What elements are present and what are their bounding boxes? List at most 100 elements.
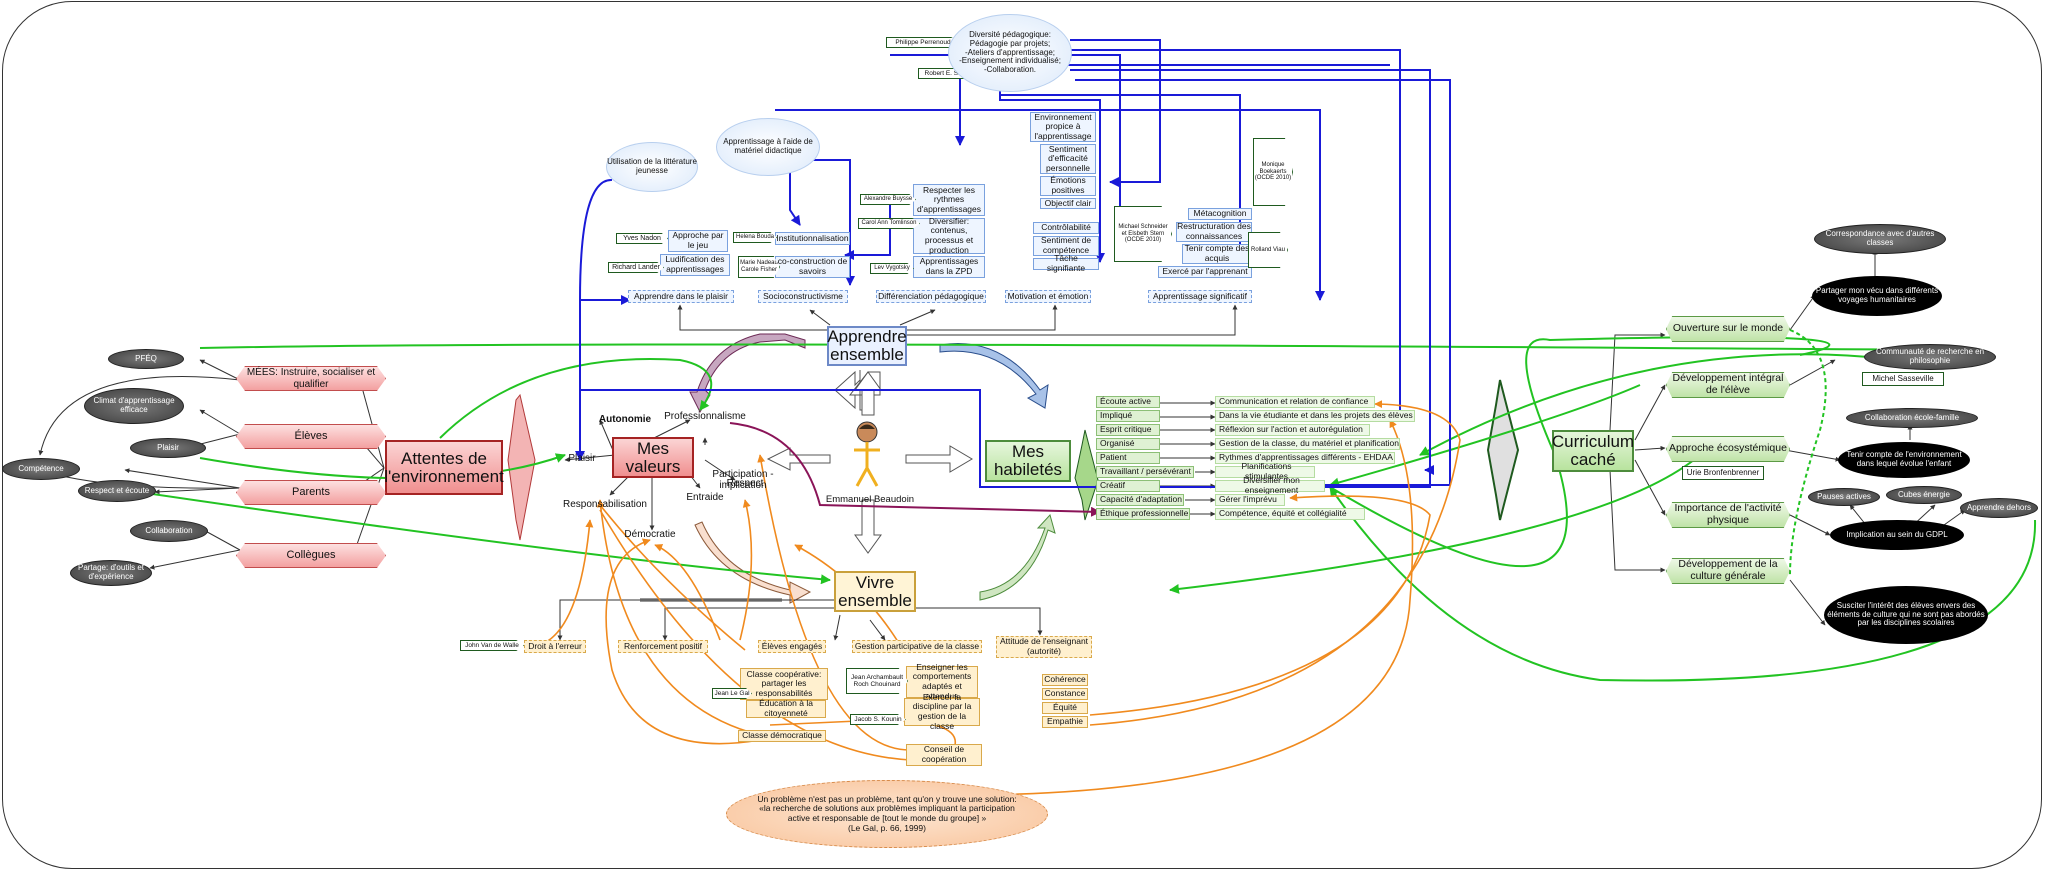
author-vandewalle: John Van de Walle bbox=[460, 640, 524, 651]
valeur-democratie: Démocratie bbox=[624, 529, 676, 541]
hab-patient: Patient bbox=[1096, 452, 1160, 464]
branch-developpement[interactable]: Développement intégral de l'élève bbox=[1666, 372, 1790, 398]
branch-culture[interactable]: Développement de la culture générale bbox=[1666, 558, 1790, 584]
vivre-ensemble-node[interactable]: Vivre ensemble bbox=[834, 571, 916, 612]
vivre-renforcement[interactable]: Renforcement positif bbox=[618, 640, 708, 653]
vivre-gestion[interactable]: Gestion participative de la classe bbox=[852, 640, 982, 653]
quote-le-gal: Un problème n'est pas un problème, tant … bbox=[726, 780, 1048, 848]
cat-socio[interactable]: Socioconstructivisme bbox=[758, 290, 848, 303]
hab-r-gestion: Gestion de la classe, du matériel et pla… bbox=[1215, 438, 1400, 450]
valeur-participation: Participation - implication bbox=[712, 468, 774, 491]
leaf-culture[interactable]: Susciter l'intérêt des élèves envers des… bbox=[1824, 586, 1988, 644]
cross-down bbox=[854, 499, 882, 554]
attitude-constance: Constance bbox=[1042, 688, 1088, 700]
valeur-plaisir: Plaisir bbox=[568, 453, 596, 465]
leaf-ecole-famille[interactable]: Collaboration école-famille bbox=[1846, 408, 1978, 428]
leaf-respect-ecoute[interactable]: Respect et écoute bbox=[78, 480, 156, 502]
cat-differenciation[interactable]: Différenciation pédagogique bbox=[876, 290, 986, 303]
valeur-respect: Respect bbox=[726, 478, 764, 490]
author-nadon: Yves Nadon bbox=[616, 233, 668, 244]
branch-activite[interactable]: Importance de l'activité physique bbox=[1666, 502, 1790, 528]
author-sasseville: Michel Sasseville bbox=[1862, 372, 1944, 386]
socio-coconstruction: co-construction de savoirs bbox=[775, 256, 850, 278]
cross-up bbox=[854, 371, 882, 416]
leaf-correspondance[interactable]: Correspondance avec d'autres classes bbox=[1814, 224, 1946, 254]
branch-ecosystemique[interactable]: Approche écosystémique bbox=[1666, 436, 1790, 462]
motiv-competence: Sentiment de compétence bbox=[1033, 236, 1099, 256]
leaf-partage[interactable]: Partage: d'outils et d'expérience bbox=[70, 560, 152, 586]
author-schneider: Michael Schneider et Elsbeth Stern (OCDE… bbox=[1114, 206, 1172, 262]
diff-diversifier: Diversifier: contenus, processus et prod… bbox=[913, 216, 985, 254]
valeur-professionnalisme: Professionnalisme bbox=[664, 411, 746, 423]
hab-r-planif: Planifications stimulantes bbox=[1215, 462, 1315, 481]
branch-eleves[interactable]: Élèves bbox=[236, 424, 386, 449]
cat-motivation[interactable]: Motivation et émotion bbox=[1005, 290, 1091, 303]
arrow-apprendre-to-habiletes bbox=[939, 342, 1049, 409]
leaf-gdpl[interactable]: Implication au sein du GDPL bbox=[1830, 520, 1964, 550]
leaf-collaboration[interactable]: Collaboration bbox=[130, 520, 208, 542]
hab-r-diversifier: Diversifier mon enseignement bbox=[1215, 476, 1325, 495]
signif-exerce: Exercé par l'apprenant bbox=[1158, 266, 1252, 278]
socio-institut: Institutionnalisation bbox=[775, 232, 850, 245]
valeur-autonomie: Autonomie bbox=[598, 414, 652, 426]
cat-plaisir[interactable]: Apprendre dans le plaisir bbox=[628, 290, 734, 303]
diff-environnement: Environnement propice à l'apprentissage bbox=[1030, 112, 1096, 142]
leaf-competence[interactable]: Compétence bbox=[2, 458, 80, 480]
leaf-dehors[interactable]: Apprendre dehors bbox=[1960, 498, 2038, 518]
engages-democratique: Classe démocratique bbox=[738, 730, 826, 742]
vivre-attitude[interactable]: Attitude de l'enseignant (autorité) bbox=[996, 636, 1092, 658]
valeur-responsabilisation: Responsabilisation bbox=[563, 499, 647, 511]
signif-metacognition: Métacognition bbox=[1188, 208, 1252, 220]
arrow-valeurs-to-vivre bbox=[694, 521, 812, 604]
branch-parents[interactable]: Parents bbox=[236, 480, 386, 505]
author-bouda: Helena Bouda bbox=[733, 232, 777, 243]
leaf-philosophie[interactable]: Communauté de recherche en philosophie bbox=[1864, 344, 1996, 370]
apprendre-tree bbox=[677, 304, 1238, 336]
attentes-environnement-node[interactable]: Attentes de l'environnement bbox=[384, 440, 504, 495]
cloud-materiel: Apprentissage à l'aide de matériel didac… bbox=[716, 118, 820, 176]
leaf-pfeq[interactable]: PFÉQ bbox=[108, 349, 184, 369]
hab-r-competence: Compétence, équité et collégialité bbox=[1215, 508, 1365, 520]
author-bronfenbrenner: Urie Bronfenbrenner bbox=[1682, 466, 1764, 480]
branch-ouverture[interactable]: Ouverture sur le monde bbox=[1666, 316, 1790, 342]
author-buysse: Alexandre Buysse bbox=[860, 194, 916, 205]
leaf-climat[interactable]: Climat d'apprentissage efficace bbox=[84, 388, 184, 424]
gestion-discipline: Exercer la discipline par la gestion de … bbox=[904, 692, 980, 730]
hab-ecoute: Écoute active bbox=[1096, 396, 1160, 408]
branch-collegues[interactable]: Collègues bbox=[236, 543, 386, 568]
side-arrow-habiletes bbox=[1074, 429, 1099, 521]
vivre-tree bbox=[557, 599, 1043, 641]
cloud-diversite: Diversité pédagogique: Pédagogie par pro… bbox=[948, 14, 1072, 92]
hab-esprit: Esprit critique bbox=[1096, 424, 1160, 436]
leaf-plaisir[interactable]: Plaisir bbox=[130, 438, 206, 458]
leaf-environnement[interactable]: Tenir compte de l'environnement dans leq… bbox=[1838, 442, 1970, 478]
attitude-coherence: Cohérence bbox=[1042, 674, 1088, 686]
engages-cooperative: Classe coopérative: partager les respons… bbox=[740, 668, 828, 700]
author-viau: Rolland Viau bbox=[1248, 232, 1288, 268]
hab-r-communication: Communication et relation de confiance bbox=[1215, 396, 1375, 408]
mes-valeurs-node[interactable]: Mes valeurs bbox=[612, 437, 694, 478]
vivre-engages[interactable]: Élèves engagés bbox=[758, 640, 826, 653]
branch-mees[interactable]: MÉES: Instruire, socialiser et qualifier bbox=[236, 366, 386, 391]
author-kounin: Jacob S. Kounin bbox=[850, 714, 906, 725]
mes-habiletes-node[interactable]: Mes habiletés bbox=[985, 440, 1071, 482]
hab-creatif: Créatif bbox=[1096, 480, 1160, 492]
gestion-conseil: Conseil de coopération bbox=[906, 744, 982, 766]
leaf-cubes[interactable]: Cubes énergie bbox=[1886, 486, 1962, 504]
curriculum-cache-node[interactable]: Curriculum caché bbox=[1552, 430, 1634, 472]
author-tomlinson: Carol Ann Tomlinson bbox=[858, 218, 920, 229]
cat-signif[interactable]: Apprentissage significatif bbox=[1148, 290, 1252, 303]
author-archambault: Jean Archambault Roch Chouinard bbox=[846, 668, 908, 694]
cloud-litterature: Utilisation de la littérature jeunesse bbox=[606, 142, 698, 192]
valeurs-tree bbox=[564, 419, 736, 531]
signif-restructuration: Restructuration des connaissances bbox=[1176, 221, 1252, 242]
vivre-erreur[interactable]: Droit à l'erreur bbox=[524, 640, 586, 653]
attentes-tree bbox=[38, 359, 385, 570]
apprendre-ensemble-node[interactable]: Apprendre ensemble bbox=[827, 326, 907, 366]
side-arrow-curriculum bbox=[1486, 379, 1520, 521]
leaf-vecu[interactable]: Partager mon vécu dans différents voyage… bbox=[1812, 276, 1942, 316]
hab-organise: Organisé bbox=[1096, 438, 1160, 450]
author-boekaerts: Monique Boekaerts (OCDE 2010) bbox=[1253, 138, 1293, 206]
leaf-pauses[interactable]: Pauses actives bbox=[1808, 488, 1880, 506]
